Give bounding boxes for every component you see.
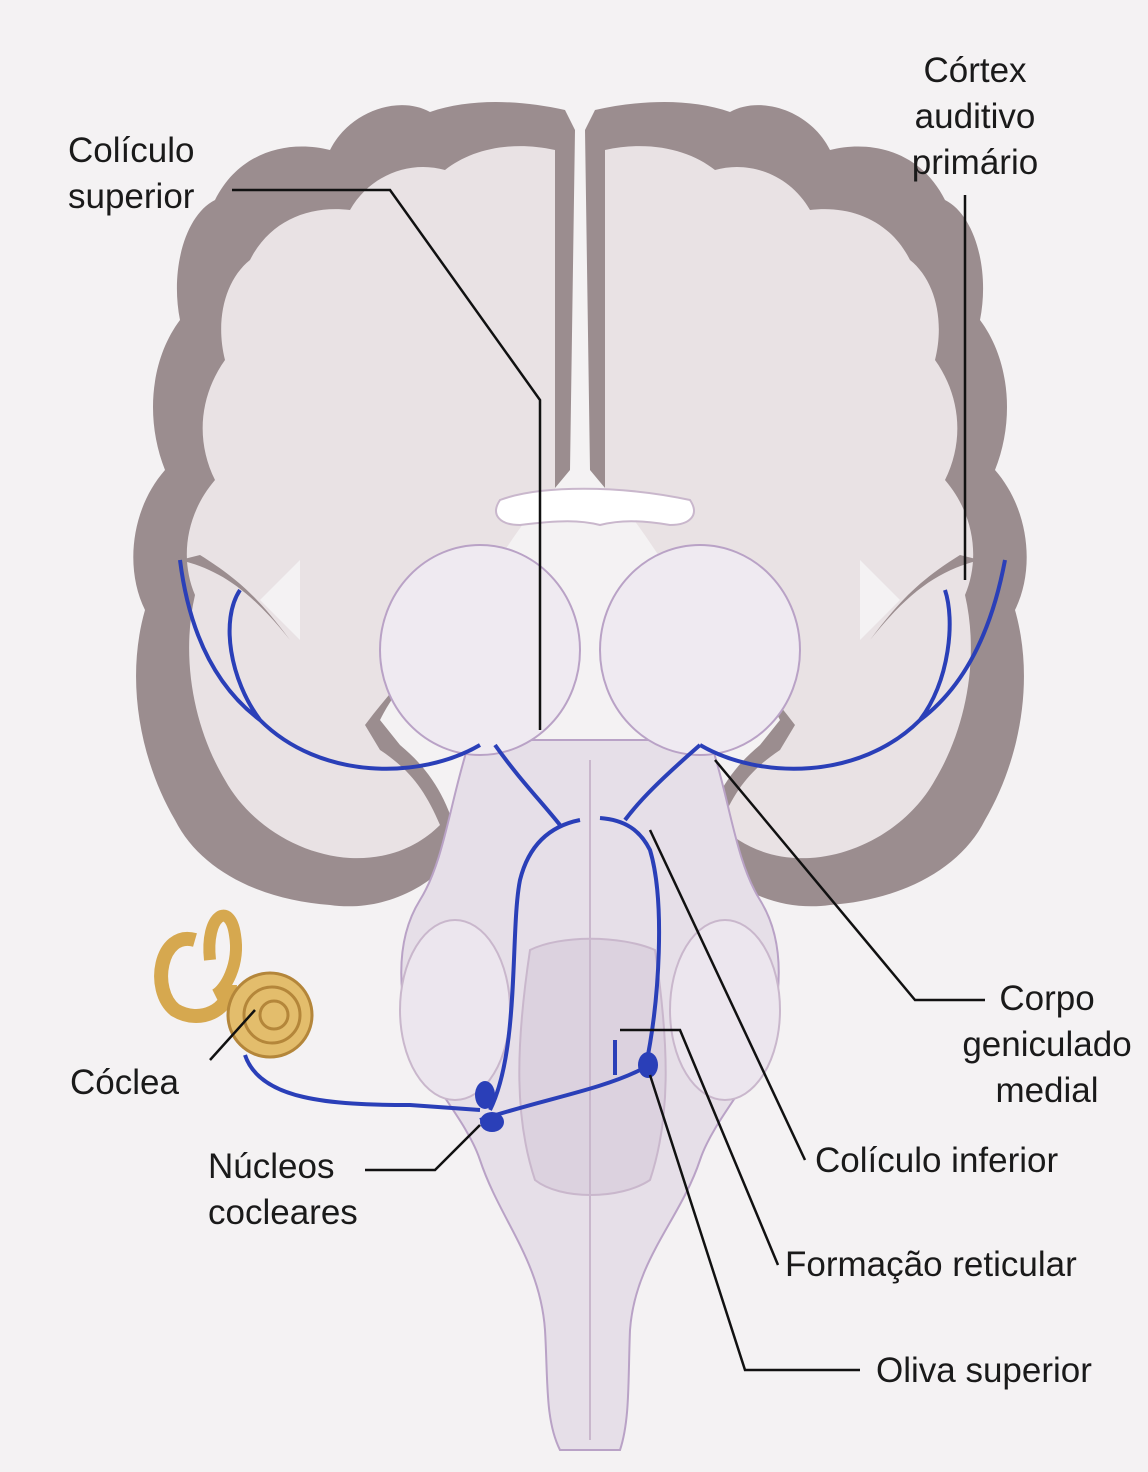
label-oliva-superior: Oliva superior <box>876 1348 1092 1394</box>
label-corpo-line1: Corpo <box>952 976 1142 1022</box>
label-coliculo-superior: Colículo superior <box>68 128 194 220</box>
cochlear-nucleus-dorsal <box>475 1081 495 1109</box>
right-thalamus <box>600 545 800 755</box>
label-nucleos-line2: cocleares <box>208 1190 358 1236</box>
left-cerebellar-peduncle <box>400 920 510 1100</box>
left-thalamus <box>380 545 580 755</box>
label-cortex-line1: Córtex <box>900 48 1050 94</box>
label-corpo-geniculado-medial: Corpo geniculado medial <box>952 976 1142 1114</box>
label-nucleos-line1: Núcleos <box>208 1144 358 1190</box>
label-coclea: Cóclea <box>70 1060 179 1106</box>
label-coliculo-superior-line2: superior <box>68 174 194 220</box>
label-corpo-line3: medial <box>952 1068 1142 1114</box>
label-nucleos-cocleares: Núcleos cocleares <box>208 1144 358 1236</box>
corpus-callosum <box>496 489 694 525</box>
label-formacao-reticular: Formação reticular <box>785 1242 1077 1288</box>
cochlear-nucleus-ventral <box>480 1112 504 1132</box>
label-cortex-line3: primário <box>900 140 1050 186</box>
label-cortex-line2: auditivo <box>900 94 1050 140</box>
label-cortex-auditivo-primario: Córtex auditivo primário <box>900 48 1050 186</box>
label-corpo-line2: geniculado <box>952 1022 1142 1068</box>
semicircular-canal <box>161 939 230 1016</box>
cochlea-illustration <box>161 916 312 1057</box>
label-coliculo-inferior: Colículo inferior <box>815 1138 1058 1184</box>
brainstem-structures <box>380 545 800 1450</box>
semicircular-canal-top <box>209 916 236 995</box>
superior-olive-dot <box>638 1052 658 1078</box>
label-coliculo-superior-line1: Colículo <box>68 128 194 174</box>
leader-nucleos <box>365 1125 480 1170</box>
